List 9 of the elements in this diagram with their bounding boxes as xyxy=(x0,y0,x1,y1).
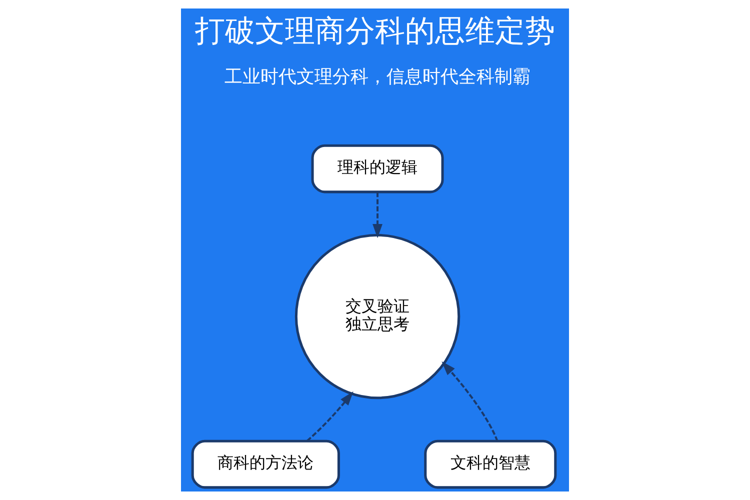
arrow xyxy=(372,192,382,238)
arrow xyxy=(442,361,498,442)
node-circle: 交叉验证 独立思考 xyxy=(294,234,460,400)
label: 工业时代文理分科，信息时代全科制霸 xyxy=(224,66,531,88)
node-box: 文科的智慧 xyxy=(424,440,557,489)
diagram-title: 打破文理商分科的思维定势 xyxy=(195,14,555,49)
node-box: 商科的方法论 xyxy=(191,440,340,489)
arrow xyxy=(306,391,354,442)
node-box: 理科的逻辑 xyxy=(311,144,444,194)
